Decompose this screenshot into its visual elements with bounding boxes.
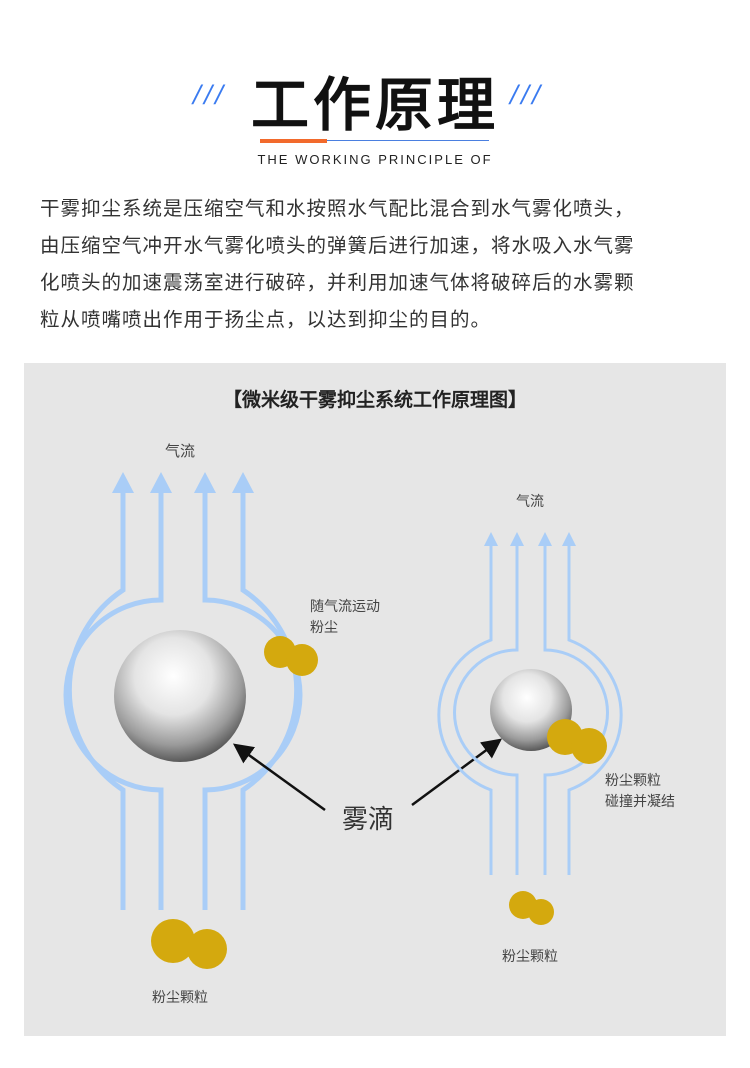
decor-slashes-right: /// xyxy=(510,80,544,108)
left-airflow-label: 气流 xyxy=(165,442,195,460)
left-dust-label: 粉尘颗粒 xyxy=(152,990,208,1006)
left-dust-particle xyxy=(151,919,195,963)
droplet-label: 雾滴 xyxy=(342,805,394,835)
left-water-droplet xyxy=(114,630,246,762)
pointer-arrow-right xyxy=(411,738,503,807)
right-airflow-lines xyxy=(437,545,623,875)
moving-dust-label-1: 随气流运动 xyxy=(310,599,380,615)
left-moving-dust-2 xyxy=(286,644,318,676)
decor-slashes-left: /// xyxy=(193,80,227,108)
moving-dust-label-2: 粉尘 xyxy=(310,620,338,636)
description: 干雾抑尘系统是压缩空气和水按照水气配比混合到水气雾化喷头， 由压缩空气冲开水气雾… xyxy=(40,190,720,338)
right-airflow-label: 气流 xyxy=(516,494,544,510)
title-underline xyxy=(327,140,489,141)
right-dust-particle-2 xyxy=(528,899,554,925)
right-colliding-dust-2 xyxy=(571,728,607,764)
right-arrowheads xyxy=(484,532,576,546)
description-line: 粒从喷嘴喷出作用于扬尘点，以达到抑尘的目的。 xyxy=(40,308,492,331)
collision-label-1: 粉尘颗粒 xyxy=(605,773,661,789)
description-line: 化喷头的加速震荡室进行破碎，并利用加速气体将破碎后的水雾颗 xyxy=(40,271,635,294)
page-subtitle: THE WORKING PRINCIPLE OF xyxy=(257,152,493,167)
left-arrowheads xyxy=(112,472,254,493)
left-dust-particle-2 xyxy=(187,929,227,969)
right-dust-label: 粉尘颗粒 xyxy=(502,949,558,965)
title-underline-accent xyxy=(260,139,327,143)
pointer-arrow-left xyxy=(232,743,326,812)
collision-label-2: 碰撞并凝结 xyxy=(605,794,675,810)
description-line: 干雾抑尘系统是压缩空气和水按照水气配比混合到水气雾化喷头， xyxy=(40,197,635,220)
diagram-title: 【微米级干雾抑尘系统工作原理图】 xyxy=(223,388,527,411)
left-airflow-lines xyxy=(63,490,303,910)
description-line: 由压缩空气冲开水气雾化喷头的弹簧后进行加速，将水吸入水气雾 xyxy=(40,234,635,257)
page-title: 工作原理 xyxy=(250,71,499,139)
